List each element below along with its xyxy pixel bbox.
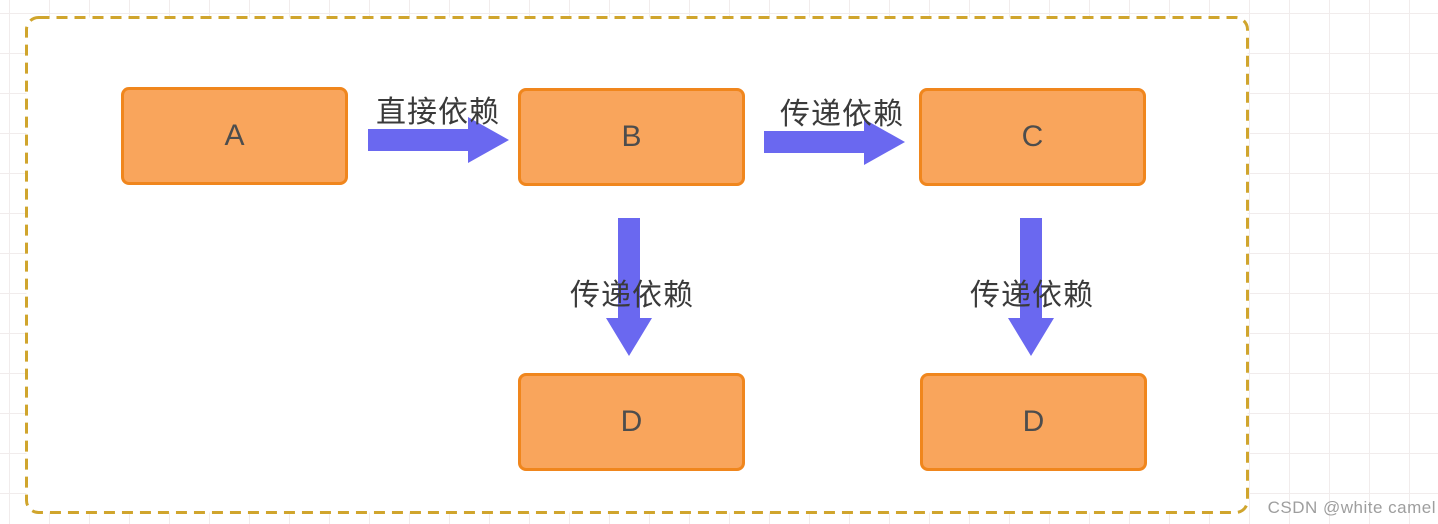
edge-label-transitive-b-d: 传递依赖 — [570, 279, 694, 312]
node-c: C — [919, 88, 1146, 186]
node-d-right-label: D — [1022, 405, 1045, 438]
arrow-c-to-d — [1008, 218, 1054, 356]
node-d-left: D — [518, 373, 745, 471]
edge-label-transitive-b-c: 传递依赖 — [780, 98, 904, 131]
node-d-left-label: D — [620, 405, 643, 438]
arrow-a-to-b — [368, 117, 509, 163]
arrow-b-to-c — [764, 119, 905, 165]
node-d-right: D — [920, 373, 1147, 471]
node-a-label: A — [224, 119, 245, 152]
node-c-label: C — [1021, 120, 1044, 153]
node-b: B — [518, 88, 745, 186]
node-a: A — [121, 87, 348, 185]
edge-label-transitive-c-d: 传递依赖 — [970, 279, 1094, 312]
edge-label-direct-dependency: 直接依赖 — [376, 96, 500, 129]
node-b-label: B — [621, 120, 642, 153]
arrow-b-to-d — [606, 218, 652, 356]
watermark: CSDN @white camel — [1267, 498, 1436, 517]
